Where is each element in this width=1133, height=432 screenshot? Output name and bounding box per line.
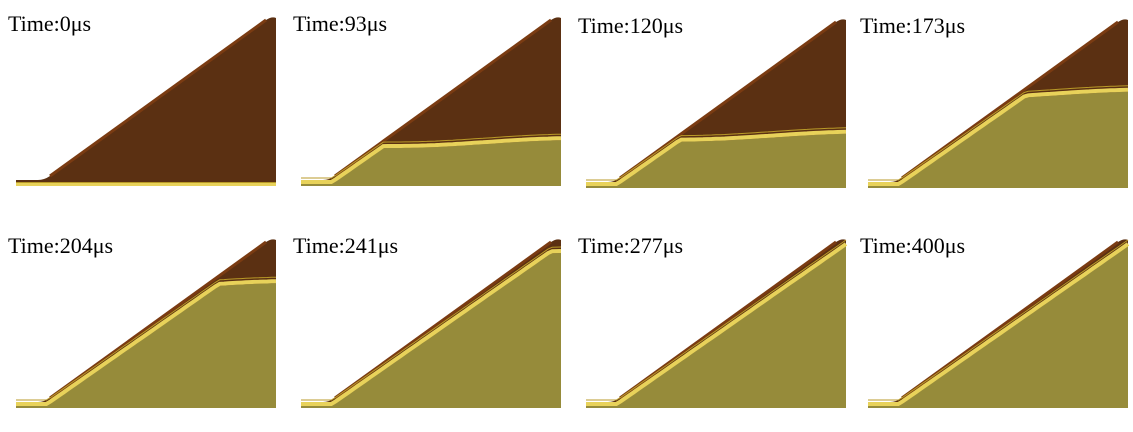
detonation-product bbox=[301, 140, 561, 186]
time-label: Time:204μs bbox=[8, 233, 114, 258]
detonation-product bbox=[868, 246, 1128, 408]
liner-edge bbox=[868, 239, 1129, 401]
frame-t277: Time:277μs bbox=[578, 232, 853, 432]
time-label: Time:0μs bbox=[8, 11, 92, 36]
liner-layer bbox=[586, 129, 847, 186]
wedge-plot bbox=[301, 239, 562, 408]
liner-edge bbox=[586, 127, 847, 181]
wedge-plot bbox=[868, 19, 1129, 189]
liner-layer bbox=[586, 242, 848, 406]
liner-layer bbox=[868, 87, 1129, 186]
liner-edge bbox=[301, 133, 562, 179]
liner-layer bbox=[301, 136, 562, 184]
simulation-figure: Time:0μs Time:93μs Time:120μs Time:173μs… bbox=[8, 10, 1133, 408]
liner-edge bbox=[16, 276, 277, 401]
wedge-plot bbox=[586, 239, 848, 408]
time-label: Time:173μs bbox=[860, 13, 966, 38]
frame-t120: Time:120μs bbox=[578, 12, 853, 212]
wedge-edge bbox=[49, 240, 267, 400]
liner-edge bbox=[301, 246, 562, 401]
detonation-product bbox=[868, 91, 1128, 188]
wedge-edge bbox=[334, 18, 552, 178]
frame-t204: Time:204μs bbox=[8, 232, 283, 432]
wedge-edge bbox=[619, 240, 837, 400]
liner-edge bbox=[16, 182, 276, 183]
wedge-edge bbox=[49, 18, 267, 178]
frame-t241: Time:241μs bbox=[293, 232, 568, 432]
wedge-plot bbox=[16, 17, 276, 187]
detonation-product bbox=[16, 283, 276, 408]
wedge-plot bbox=[586, 19, 847, 189]
wedge-edge bbox=[901, 240, 1119, 400]
frame-t0: Time:0μs bbox=[8, 10, 283, 210]
wedge-edge bbox=[619, 20, 837, 180]
frame-t173: Time:173μs bbox=[860, 12, 1133, 212]
frame-t93: Time:93μs bbox=[293, 10, 568, 210]
liner-layer bbox=[868, 242, 1130, 406]
liner-layer bbox=[16, 182, 276, 186]
time-label: Time:241μs bbox=[293, 233, 399, 258]
time-label: Time:400μs bbox=[860, 233, 966, 258]
wedge-edge bbox=[334, 240, 552, 400]
frame-t400: Time:400μs bbox=[860, 232, 1133, 432]
liner-layer bbox=[301, 249, 562, 406]
time-label: Time:120μs bbox=[578, 13, 684, 38]
liner-edge bbox=[586, 239, 847, 401]
time-label: Time:93μs bbox=[293, 11, 388, 36]
liner-edge bbox=[868, 85, 1129, 181]
explosive-wedge bbox=[16, 17, 276, 187]
wedge-plot bbox=[16, 239, 277, 408]
wedge-plot bbox=[868, 239, 1130, 408]
liner-layer bbox=[16, 279, 277, 406]
time-label: Time:277μs bbox=[578, 233, 684, 258]
wedge-edge bbox=[901, 20, 1119, 180]
detonation-product bbox=[586, 246, 846, 408]
detonation-product bbox=[586, 133, 846, 188]
wedge-plot bbox=[301, 17, 562, 187]
